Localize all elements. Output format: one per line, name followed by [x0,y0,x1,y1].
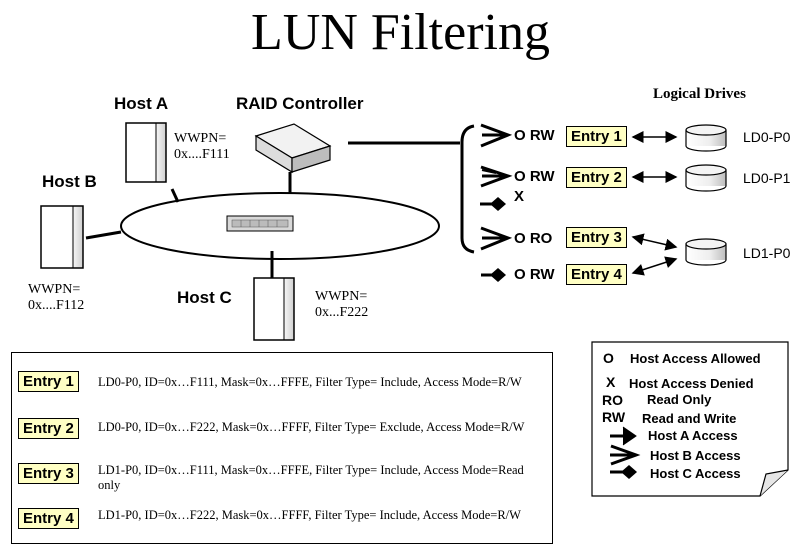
host-a-label: Host A [114,94,169,113]
access-perm: O RO [514,230,553,247]
key-text: Host Access Allowed [630,351,761,366]
host-a-wwpn-line1: WWPN= [174,131,227,146]
drive-label: LD0-P1 [743,170,791,186]
key-text: Host B Access [650,448,741,463]
key-symbol: O [603,350,614,366]
entry-box: Entry 1 [18,371,79,392]
entry-description: LD1-P0, ID=0x…F111, Mask=0x…FFFE, Filter… [98,463,524,492]
access-perm: O RW [514,127,555,144]
host-a-wwpn-line2: 0x....F111 [174,147,230,162]
host-c-diamond-icon [481,268,506,282]
raid-controller-label: RAID Controller [236,94,364,113]
key-text: Read and Write [642,411,737,426]
key-text: Host Access Denied [629,376,754,391]
entry-description: LD0-P0, ID=0x…F222, Mask=0x…FFFF, Filter… [98,420,525,434]
host-c-wwpn-line2: 0x...F222 [315,305,369,320]
entry-box: Entry 2 [566,167,627,188]
host-b-icon [40,205,84,269]
entry-box: Entry 4 [566,264,627,285]
host-b-arrow-icon [480,165,513,188]
host-b-wwpn-line1: WWPN= [28,282,81,297]
drive-ld0-p1-icon [685,164,727,192]
key-symbol: X [606,374,616,390]
host-b-wwpn-line2: 0x....F112 [28,298,85,313]
key-symbol: RO [602,392,623,408]
key-text: Host A Access [648,428,738,443]
entry-box: Entry 3 [566,227,627,248]
entry3-drive-link [631,233,678,251]
access-perm: O RW [514,266,555,283]
entry-box: Entry 2 [18,418,79,439]
page-title: LUN Filtering [251,4,550,61]
entry-box: Entry 3 [18,463,79,484]
drive-ld0-p0-icon [685,124,727,152]
access-perm: O RW [514,168,555,185]
entry4-drive-link [631,256,678,276]
host-b-link [85,230,122,240]
host-a-arrow-icon [610,426,637,446]
entries-table: Entry 1 LD0-P0, ID=0x…F111, Mask=0x…FFFE… [11,352,553,544]
entry-description: LD0-P0, ID=0x…F111, Mask=0x…FFFE, Filter… [98,375,522,389]
drive-ld1-p0-icon [685,238,727,266]
entry-box: Entry 4 [18,508,79,529]
host-c-icon [253,277,295,341]
host-c-label: Host C [177,288,232,307]
host-a-arrow-icon [480,226,513,251]
host-a-icon [125,122,167,183]
key-text: Read Only [647,392,712,407]
raid-controller-icon [254,123,332,174]
host-b-arrow-icon [610,444,641,466]
drive-label: LD0-P0 [743,129,791,145]
entry-description: LD1-P0, ID=0x…F222, Mask=0x…FFFF, Filter… [98,508,521,522]
host-c-diamond-icon [610,465,637,479]
access-denied-mark: X [514,188,525,205]
key-text: Host C Access [650,466,741,481]
host-a-arrow-icon [480,123,513,148]
host-a-link [170,188,180,203]
logical-drives-heading: Logical Drives [653,86,746,102]
switch-icon [226,215,294,232]
drive-label: LD1-P0 [743,245,791,261]
key-symbol: RW [602,409,626,425]
host-c-wwpn-line1: WWPN= [315,289,368,304]
entry-box: Entry 1 [566,126,627,147]
host-c-diamond-icon [480,197,506,211]
bracket-line [460,124,475,254]
host-b-label: Host B [42,172,97,191]
